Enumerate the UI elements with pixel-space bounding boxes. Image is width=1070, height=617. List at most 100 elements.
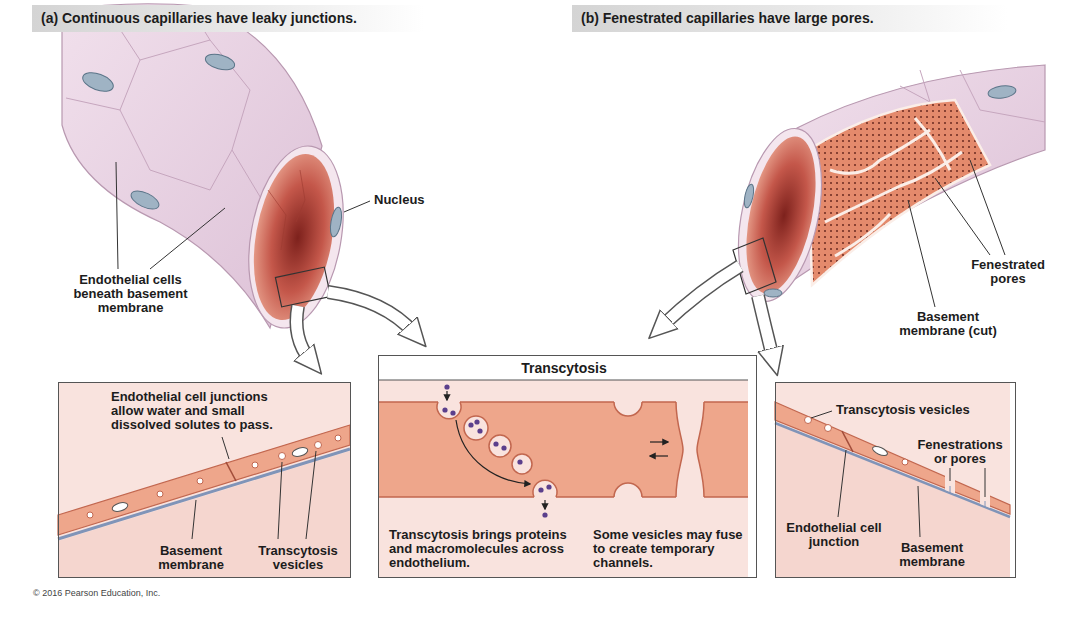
pointer-arrow: [758, 296, 773, 358]
junction-inset-art: [58, 449, 350, 539]
inset-heading: Transcytosis: [379, 356, 749, 381]
heading-banner: (a) Continuous capillaries have leaky ju…: [32, 5, 424, 32]
continuous-capillary: [328, 206, 343, 237]
junction-inset-art: [58, 425, 350, 535]
leader-line: [908, 160, 1005, 307]
transcytosis-inset-art: [446, 391, 447, 400]
pointer-arrow: [328, 292, 414, 333]
transcytosis-inset-art: [464, 416, 488, 440]
fenestrated-capillary: [743, 183, 756, 208]
leader-line: [950, 468, 951, 481]
leader-line: [811, 411, 832, 418]
transcytosis-inset-art: [437, 402, 461, 419]
continuous-capillary: [275, 267, 330, 307]
junction-inset-art: [58, 382, 350, 578]
pointer-arrow: [662, 266, 740, 326]
fenestration-inset-art: [775, 402, 1010, 514]
transcytosis-inset-art: [378, 496, 748, 498]
fenestration-inset-art: [775, 382, 1010, 578]
callout-text: Transcytosis vesicles: [836, 403, 986, 417]
heading-banner: (b) Fenestrated capillaries have large p…: [572, 5, 1007, 32]
caption-text: Some vesicles may fuse to create tempora…: [593, 528, 745, 570]
transcytosis-inset-art: [437, 402, 461, 419]
inset-box: Transcytosis vesiclesFenestrations or po…: [775, 382, 1016, 578]
leader-line: [935, 178, 990, 255]
junction-inset-art: [87, 435, 341, 518]
fenestration-inset-art: [842, 431, 853, 452]
leader-line: [150, 208, 225, 269]
leader-line: [838, 450, 846, 517]
fenestrated-capillary: [764, 289, 782, 297]
fenestration-inset-art: [950, 486, 951, 493]
transcytosis-inset-art: [533, 480, 557, 497]
fenestration-inset-art: [985, 501, 986, 507]
transcytosis-inset-art: [477, 428, 482, 433]
transcytosis-inset-art: [533, 480, 557, 497]
junction-inset-art: [111, 501, 129, 513]
transcytosis-inset-art: [512, 454, 532, 474]
transcytosis-inset-art: [614, 402, 642, 416]
transcytosis-inset-art: [542, 512, 547, 517]
heading-text: (a) Continuous capillaries have leaky ju…: [41, 10, 357, 27]
fenestrated-capillary: [987, 84, 1016, 100]
fenestrated-capillary: [725, 121, 836, 309]
part-label: Basement membrane (cut): [892, 310, 1004, 338]
fenestration-inset-art: [775, 382, 1010, 578]
copyright-note: © 2016 Pearson Education, Inc.: [33, 588, 283, 599]
callout-text: Transcytosis vesicles: [253, 544, 343, 572]
fenestrated-capillary: [808, 100, 990, 285]
transcytosis-inset-art: [464, 416, 532, 474]
transcytosis-inset-art: [378, 355, 748, 578]
transcytosis-inset-art: [650, 455, 668, 456]
transcytosis-inset-art: [544, 500, 545, 509]
leader-line: [344, 201, 370, 212]
continuous-capillary: [204, 51, 237, 72]
leader-line: [116, 162, 370, 269]
fenestrated-capillary: [734, 130, 828, 299]
continuous-capillary: [80, 69, 116, 95]
part-label: Endothelial cells beneath basement membr…: [68, 273, 193, 315]
junction-inset-art: [157, 491, 163, 497]
transcytosis-inset-art: [442, 384, 551, 517]
part-label: Fenestrated pores: [962, 258, 1054, 286]
transcytosis-inset-art: [378, 402, 748, 497]
transcytosis-inset-art: [450, 410, 455, 415]
fenestrated-capillary: [725, 65, 1045, 309]
transcytosis-inset-art: [546, 484, 551, 489]
continuous-capillary: [66, 8, 262, 200]
transcytosis-inset-art: [447, 391, 668, 509]
transcytosis-inset-art: [614, 402, 642, 416]
transcytosis-inset-art: [517, 459, 522, 464]
fenestration-inset-art: [805, 417, 909, 466]
transcytosis-inset-art: [697, 402, 704, 497]
continuous-capillary: [128, 187, 161, 212]
leader-line: [970, 160, 1005, 255]
pointer-arrow: [328, 292, 414, 333]
continuous-capillary: [268, 170, 305, 250]
fenestration-inset-art: [805, 417, 812, 424]
transcytosis-inset-art: [456, 420, 530, 484]
transcytosis-inset-art: [676, 402, 683, 497]
junction-inset-art: [197, 478, 203, 484]
transcytosis-inset-art: [378, 402, 748, 497]
transcytosis-inset-art: [444, 384, 449, 389]
transcytosis-inset-art: [378, 355, 748, 380]
pointer-arrow: [297, 306, 311, 360]
pointer-arrow: [297, 306, 311, 360]
leader-line: [116, 162, 118, 269]
transcytosis-inset-art: [442, 407, 447, 412]
pointer-arrow: [662, 266, 740, 326]
continuous-capillary: [62, 4, 356, 336]
leader-line: [192, 500, 196, 539]
inset-box: Endothelial cell junctions allow water a…: [58, 382, 351, 578]
transcytosis-inset-art: [489, 435, 511, 457]
leader-line: [222, 437, 229, 459]
fenestration-inset-art: [775, 423, 1010, 517]
pointer-arrow: [758, 296, 773, 358]
transcytosis-inset-art: [676, 402, 704, 497]
leader-line: [918, 486, 920, 537]
continuous-capillary: [242, 148, 346, 327]
